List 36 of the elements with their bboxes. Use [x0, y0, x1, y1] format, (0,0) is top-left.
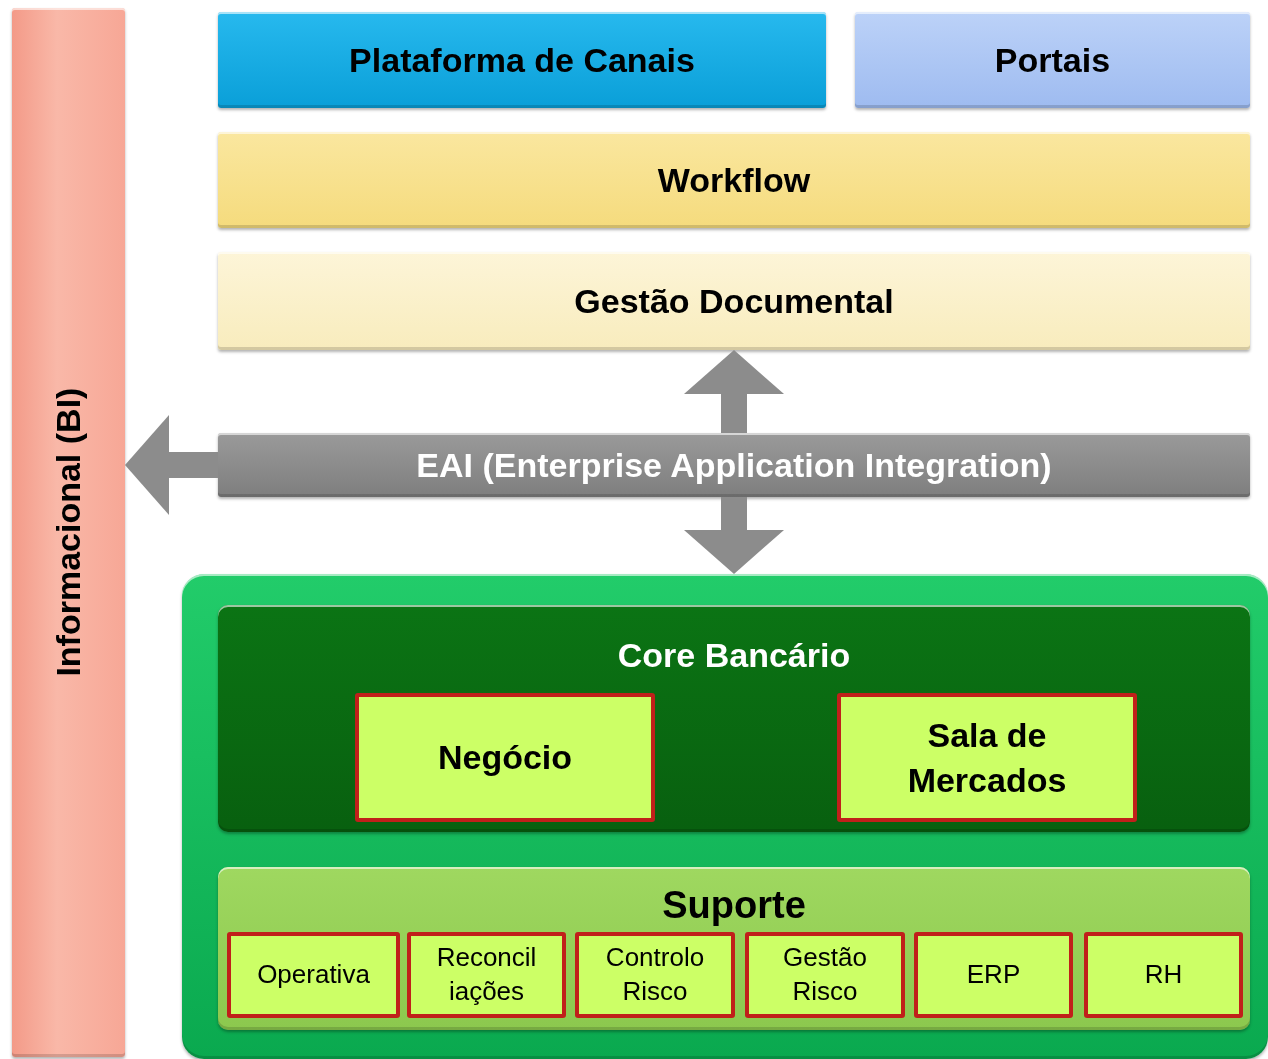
module-box	[407, 932, 566, 1018]
module-box	[1084, 932, 1243, 1018]
layer-label: ERP	[966, 958, 1021, 992]
layer-label: EAI (Enterprise Application Integration)	[416, 444, 1052, 486]
layer-label: Workflow	[657, 159, 811, 201]
vertical-band	[12, 8, 125, 1057]
layer-bar	[218, 132, 1250, 228]
block-arrow	[684, 350, 784, 433]
container-box	[182, 574, 1268, 1059]
block-arrow	[684, 497, 784, 574]
layer-label: RH	[1144, 958, 1183, 992]
layer-label: Reconcil iações	[435, 941, 538, 1008]
module-box	[227, 932, 400, 1018]
band-label: Informacional (BI)	[48, 388, 89, 677]
layer-label: Plataforma de Canais	[349, 39, 695, 81]
layer-label: Gestão Risco	[782, 941, 868, 1008]
core-panel	[218, 605, 1250, 832]
layer-bar	[218, 252, 1250, 350]
module-box	[745, 932, 905, 1018]
module-box	[575, 932, 735, 1018]
module-box	[837, 693, 1137, 822]
layer-bar	[218, 433, 1250, 497]
layer-label: Portais	[994, 39, 1111, 81]
block-arrow	[125, 415, 218, 515]
layer-label: Sala de Mercados	[906, 715, 1068, 801]
support-panel	[218, 867, 1250, 1030]
module-box	[914, 932, 1073, 1018]
layer-label: Controlo Risco	[604, 941, 706, 1008]
layer-label: Core Bancário	[617, 635, 851, 676]
layer-label: Negócio	[437, 737, 573, 779]
layer-label: Suporte	[662, 883, 806, 928]
module-box	[355, 693, 655, 822]
layer-bar	[855, 12, 1250, 108]
layer-label: Gestão Documental	[574, 280, 894, 322]
layer-label: Operativa	[257, 958, 370, 992]
layer-bar	[218, 12, 826, 108]
